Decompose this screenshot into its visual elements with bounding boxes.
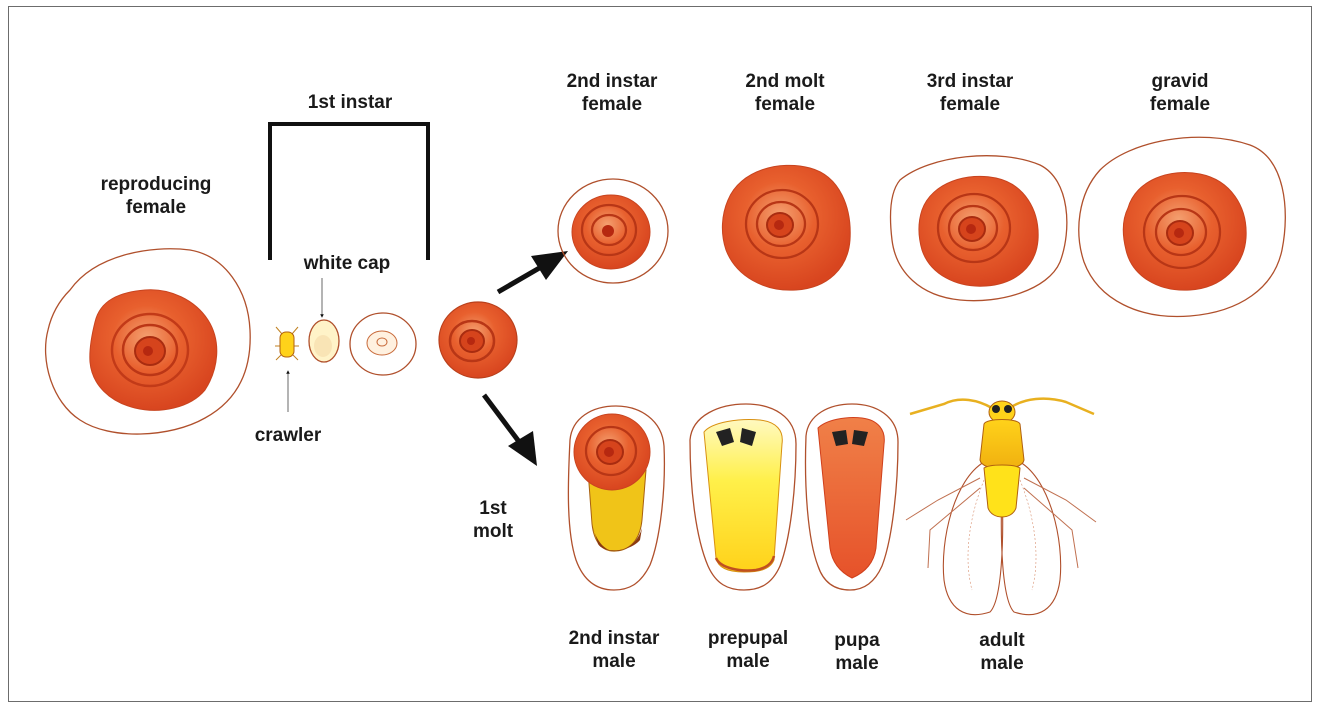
label-white-cap: white cap	[287, 252, 407, 275]
crawler-insect	[275, 327, 299, 360]
adult-male-insect	[906, 399, 1096, 615]
prepupal-male	[690, 404, 796, 590]
third-instar-female-scale	[891, 156, 1067, 301]
first-instar-bracket	[270, 124, 428, 260]
second-instar-female-scale	[558, 179, 668, 283]
label-reproducing-female: reproducing female	[78, 173, 234, 219]
arrow-to-male	[484, 395, 537, 466]
label-prepupal-male: prepupal male	[688, 627, 808, 673]
label-crawler: crawler	[238, 424, 338, 447]
mature-first-instar-scale	[439, 302, 517, 378]
second-molt-female-scale	[722, 165, 850, 290]
label-pupa-male: pupa male	[807, 629, 907, 675]
second-instar-male-scale	[568, 406, 664, 590]
label-first-molt: 1st molt	[458, 497, 528, 543]
label-first-instar: 1st instar	[280, 91, 420, 114]
arrow-to-female	[498, 251, 568, 292]
developing-first-instar-scale	[350, 313, 416, 375]
white-cap-scale	[309, 320, 339, 362]
label-gravid-female: gravid female	[1120, 70, 1240, 116]
label-adult-male: adult male	[952, 629, 1052, 675]
reproducing-female-scale	[46, 249, 251, 434]
label-second-instar-male: 2nd instar male	[554, 627, 674, 673]
gravid-female-scale	[1079, 137, 1285, 316]
label-third-instar-female: 3rd instar female	[910, 70, 1030, 116]
label-second-instar-female: 2nd instar female	[552, 70, 672, 116]
pupa-male	[806, 404, 899, 590]
label-second-molt-female: 2nd molt female	[725, 70, 845, 116]
